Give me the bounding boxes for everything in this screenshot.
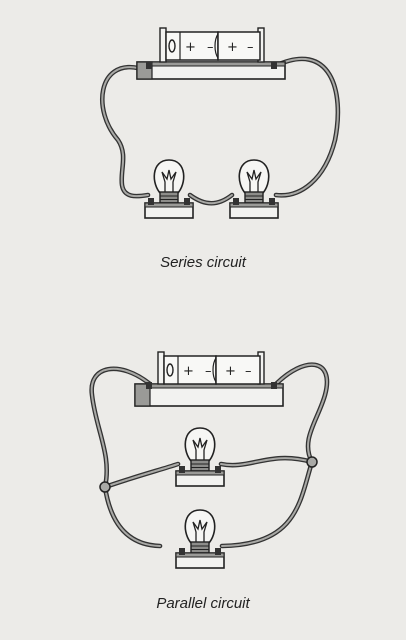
series-circuit-caption: Series circuit: [160, 254, 246, 271]
parallel-circuit-caption: Parallel circuit: [156, 595, 250, 612]
parallel-battery-holder: [134, 351, 284, 407]
parallel-battery-signs: + – + –: [183, 364, 252, 379]
parallel-wires: [89, 362, 330, 549]
parallel-bulb-2-icon: [175, 509, 225, 569]
parallel-circuit: + – + –: [89, 351, 330, 569]
series-battery-signs: + – + –: [185, 40, 254, 55]
parallel-bulb-1-icon: [175, 427, 225, 487]
parallel-sign-plus-2: +: [225, 364, 236, 379]
series-wires: [100, 56, 341, 206]
series-sign-plus-2: +: [227, 40, 238, 55]
series-bulb-1-icon: [144, 159, 194, 219]
series-circuit: + – + –: [100, 27, 341, 219]
series-sign-minus-2: –: [247, 40, 254, 55]
series-battery-holder: [136, 27, 286, 80]
parallel-sign-minus-2: –: [245, 364, 252, 379]
series-sign-minus-1: –: [207, 40, 214, 55]
parallel-sign-minus-1: –: [205, 364, 212, 379]
series-bulb-2-icon: [229, 159, 279, 219]
series-sign-plus-1: +: [185, 40, 196, 55]
parallel-sign-plus-1: +: [183, 364, 194, 379]
